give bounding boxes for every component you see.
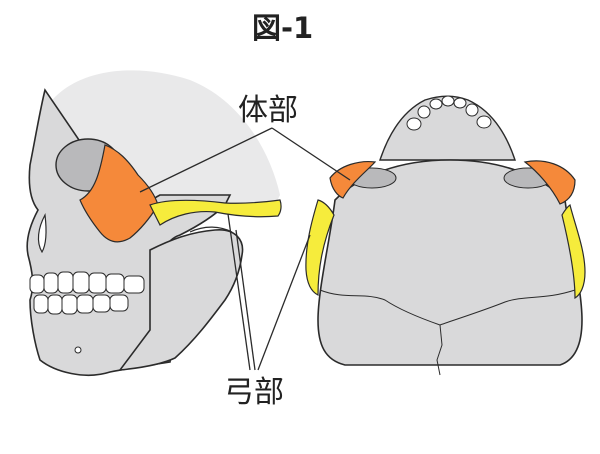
lower-teeth: [33, 294, 129, 315]
arch-label: 弓部: [224, 375, 284, 410]
figure-title: 図-1: [252, 11, 314, 45]
zygomatic-arch: [149, 199, 282, 226]
tooth: [453, 97, 467, 109]
tooth: [406, 117, 422, 131]
tooth: [76, 294, 94, 314]
tooth: [105, 273, 125, 294]
leader-arch-to-side-b: [235, 229, 256, 371]
tooth: [61, 294, 78, 315]
tooth: [109, 294, 129, 312]
leader-lines: [139, 127, 351, 371]
tooth: [57, 271, 74, 294]
zygomatic-arch-left: [305, 199, 335, 296]
sagittal-suture: [436, 324, 443, 376]
mental-foramen: [74, 346, 82, 354]
tooth: [465, 103, 479, 117]
tooth: [123, 275, 145, 294]
tooth: [29, 274, 45, 294]
mandible: [118, 229, 244, 371]
leader-arch-to-bottom: [257, 234, 311, 371]
tooth: [47, 294, 63, 315]
upper-teeth: [29, 271, 145, 294]
tooth: [33, 294, 49, 314]
tooth: [429, 98, 443, 110]
side-view-skull: [26, 70, 282, 376]
cranial-base: [317, 159, 583, 366]
maxilla-teeth: [406, 95, 492, 131]
coronoid-notch: [189, 226, 233, 233]
nasal-aperture: [37, 213, 47, 254]
tooth: [441, 95, 455, 107]
body-label: 体部: [238, 93, 298, 128]
leader-body-to-bottom: [271, 127, 351, 181]
tooth: [43, 272, 59, 294]
zygomatic-body-right: [523, 160, 576, 205]
leader-arch-to-side-a: [227, 213, 251, 371]
zygomatic-body: [79, 144, 159, 243]
bottom-view-skull: [305, 95, 586, 376]
tooth: [72, 271, 90, 294]
leader-body-to-side: [139, 127, 273, 193]
zygomatic-body-left: [329, 160, 377, 199]
tooth: [92, 294, 111, 313]
tooth: [88, 272, 107, 294]
tooth: [417, 105, 431, 119]
tooth: [476, 115, 492, 129]
zygomatic-arch-right: [561, 204, 586, 300]
suture-line: [319, 289, 576, 326]
